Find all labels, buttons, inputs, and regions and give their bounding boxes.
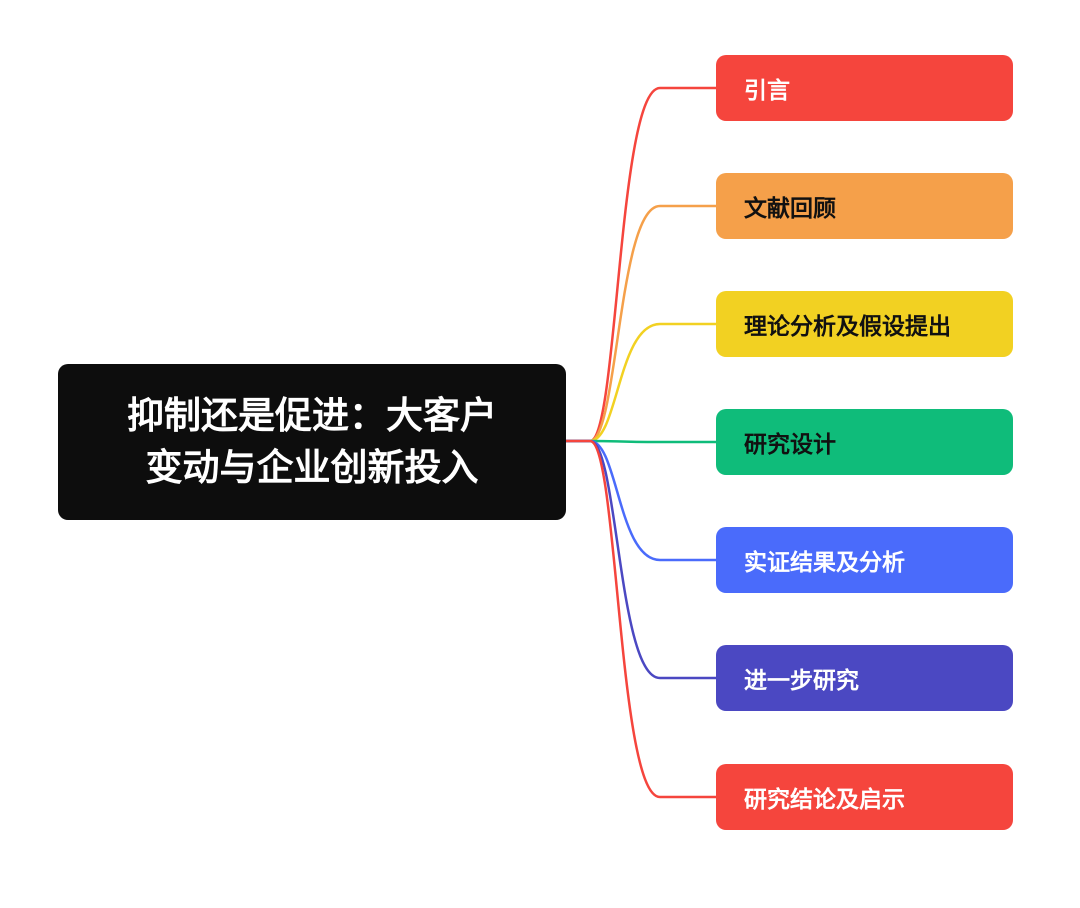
root-topic[interactable]: 抑制还是促进：大客户 变动与企业创新投入 [58, 364, 566, 520]
branch-label: 文献回顾 [744, 196, 836, 222]
root-title-line-2: 变动与企业创新投入 [145, 446, 479, 489]
branch-label: 进一步研究 [744, 668, 859, 694]
connector-6 [564, 439, 718, 799]
branch-label: 研究设计 [744, 432, 836, 458]
branch-further-research[interactable]: 进一步研究 [716, 645, 1013, 711]
connector-0 [564, 86, 718, 443]
branch-literature-review[interactable]: 文献回顾 [716, 173, 1013, 239]
branch-label: 研究结论及启示 [744, 787, 905, 813]
connector-2 [564, 322, 718, 443]
branch-conclusions[interactable]: 研究结论及启示 [716, 764, 1013, 830]
branch-theory-hypotheses[interactable]: 理论分析及假设提出 [716, 291, 1013, 357]
root-title-line-1: 抑制还是促进：大客户 [127, 394, 497, 437]
branch-label: 实证结果及分析 [744, 550, 905, 576]
branch-research-design[interactable]: 研究设计 [716, 409, 1013, 475]
connector-4 [564, 439, 718, 562]
branch-label: 理论分析及假设提出 [744, 314, 951, 340]
branch-empirical-results[interactable]: 实证结果及分析 [716, 527, 1013, 593]
connector-1 [564, 204, 718, 443]
branch-introduction[interactable]: 引言 [716, 55, 1013, 121]
branch-label: 引言 [744, 78, 790, 104]
